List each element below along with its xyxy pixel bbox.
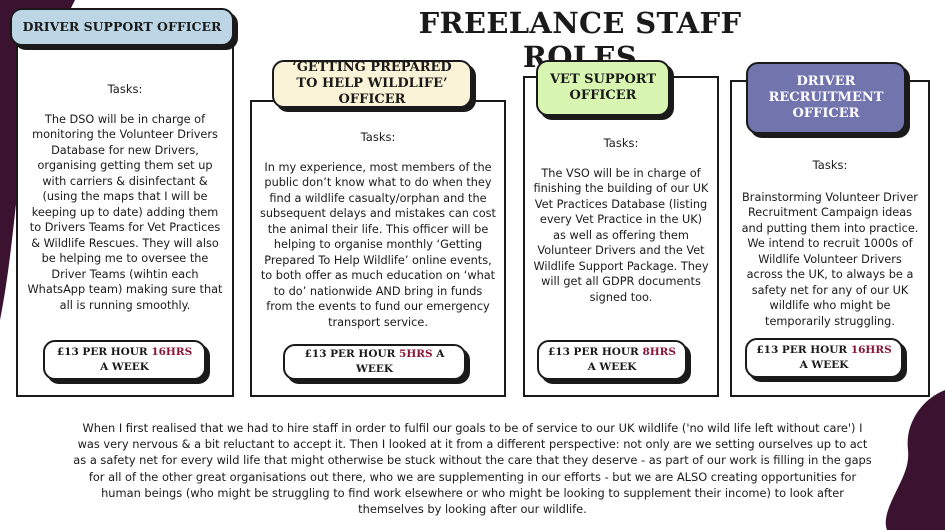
role-label-driver-support-officer: DRIVER SUPPORT OFFICER [10, 8, 234, 46]
role-description: The DSO will be in charge of monitoring … [27, 113, 223, 312]
pay-badge-getting-prepared-officer: £13 PER HOUR 5HRS A WEEK [283, 344, 466, 380]
pay-period: A WEEK [100, 361, 149, 373]
role-card-driver-support-officer: Tasks: The DSO will be in charge of moni… [16, 30, 234, 397]
pay-badge-driver-support-officer: £13 PER HOUR 16HRS A WEEK [43, 340, 206, 380]
role-label-driver-recruitment-officer: DRIVER RECRUITMENT OFFICER [746, 62, 906, 134]
tasks-heading: Tasks: [812, 158, 848, 172]
footer-paragraph: When I first realised that we had to hir… [73, 421, 872, 516]
pay-hours: 8HRS [642, 346, 676, 359]
pay-rate: £13 PER HOUR [304, 348, 396, 361]
pay-rate: £13 PER HOUR [756, 344, 848, 357]
pay-period: A WEEK [587, 361, 637, 373]
bottom-right-decorative-blob [885, 390, 945, 530]
tasks-heading: Tasks: [107, 82, 143, 96]
pay-period: A WEEK [799, 359, 849, 371]
tasks-heading: Tasks: [603, 136, 639, 150]
pay-hours: 16HRS [151, 346, 193, 359]
tasks-heading: Tasks: [360, 130, 396, 144]
pay-hours: 16HRS [850, 344, 892, 357]
pay-hours: 5HRS [399, 348, 433, 361]
pay-badge-driver-recruitment-officer: £13 PER HOUR 16HRS A WEEK [745, 338, 903, 378]
role-description: In my experience, most members of the pu… [260, 161, 496, 329]
role-label-getting-prepared-officer: ‘GETTING PREPARED TO HELP WILDLIFE’ OFFI… [272, 60, 472, 108]
pay-badge-vet-support-officer: £13 PER HOUR 8HRS A WEEK [537, 340, 687, 380]
pay-period: A WEEK [356, 348, 445, 375]
pay-rate: £13 PER HOUR [56, 346, 148, 359]
role-description: Brainstorming Volunteer Driver Recruitme… [741, 191, 919, 328]
role-description: The VSO will be in charge of finishing t… [533, 167, 709, 304]
role-label-vet-support-officer: VET SUPPORT OFFICER [536, 60, 670, 116]
pay-rate: £13 PER HOUR [547, 346, 639, 359]
